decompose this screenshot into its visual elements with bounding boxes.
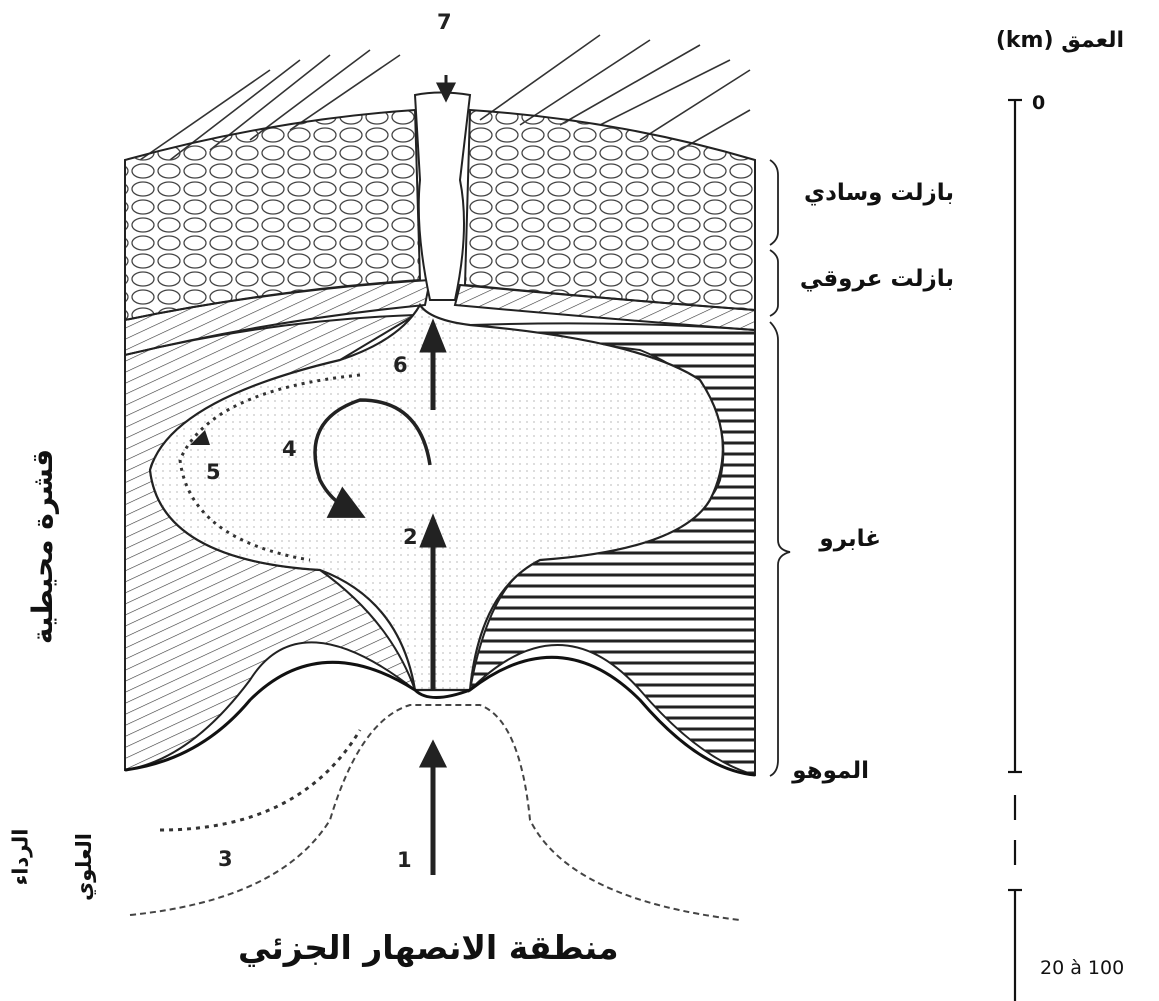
moho-label: الموهو [792, 758, 869, 784]
pillow-basalt-label: بازلت وسادي [804, 180, 954, 206]
layer-brackets [770, 160, 790, 776]
volcanic-conduit [415, 93, 470, 301]
partial-melting-label: منطقة الانصهار الجزئي [238, 928, 619, 967]
depth-title: العمق (km) [996, 28, 1124, 53]
stage-number-2: 2 [403, 525, 418, 549]
upper-mantle-label-1: الرداء [8, 829, 32, 886]
stage-number-5: 5 [206, 460, 221, 484]
upper-mantle-label-2: العلوي [72, 833, 96, 901]
stage-number-4: 4 [282, 437, 297, 461]
oceanic-crust-label: قشرة محيطية [26, 449, 59, 644]
depth-top-value: 0 [1032, 92, 1045, 114]
depth-scale [1008, 100, 1022, 1001]
stage-number-6: 6 [393, 353, 408, 377]
stage-number-7: 7 [437, 10, 452, 34]
stage-number-1: 1 [397, 848, 412, 872]
gabbro-label: غابرو [819, 526, 881, 552]
depth-bottom-value: 20 à 100 [1040, 957, 1124, 979]
stage-number-3: 3 [218, 847, 233, 871]
sheeted-dike-label: بازلت عروقي [800, 266, 954, 292]
